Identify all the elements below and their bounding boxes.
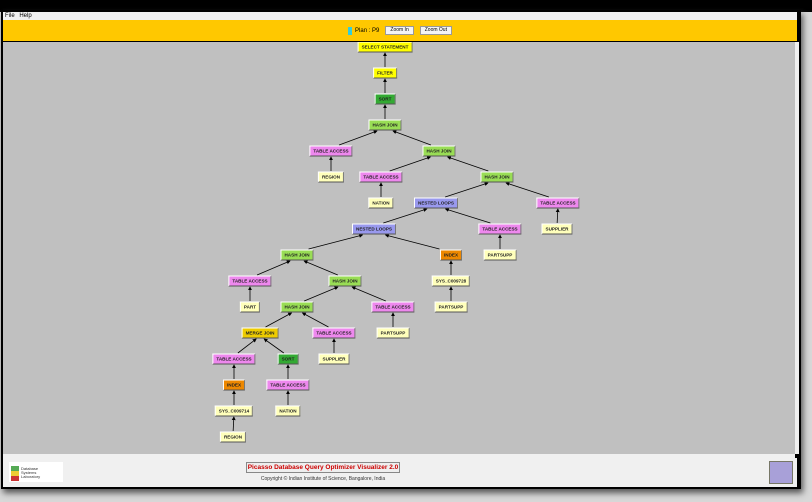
plan-edge bbox=[265, 312, 293, 328]
plan-node-join[interactable]: HASH JOIN bbox=[280, 301, 314, 313]
plan-node-nested-loops[interactable]: NESTED LOOPS bbox=[352, 223, 396, 235]
plan-edge bbox=[303, 260, 338, 276]
plan-edge bbox=[338, 130, 378, 146]
plan-tree-canvas[interactable]: SELECT STATEMENT FILTER SORT HASH JOIN TABLE… bbox=[3, 42, 795, 454]
plan-node-table-access[interactable]: TABLE ACCESS bbox=[309, 145, 353, 157]
plan-node-operator-select[interactable]: SELECT STATEMENT bbox=[357, 42, 413, 53]
iisc-logo bbox=[769, 461, 793, 484]
plan-edge bbox=[384, 233, 440, 250]
plan-edge bbox=[392, 130, 432, 146]
menu-help[interactable]: Help bbox=[19, 13, 32, 19]
plan-edge bbox=[383, 208, 428, 224]
plan-edge bbox=[555, 208, 560, 224]
plan-node-table-access[interactable]: TABLE ACCESS bbox=[536, 197, 580, 209]
vertical-scrollbar[interactable] bbox=[795, 42, 799, 454]
plan-edge bbox=[446, 156, 489, 172]
zoom-in-button[interactable]: Zoom In bbox=[385, 26, 414, 35]
plan-node-sort[interactable]: SORT bbox=[277, 353, 299, 365]
plan-edge bbox=[308, 233, 364, 250]
svg-text:Database: Database bbox=[21, 466, 39, 471]
plan-edge bbox=[505, 182, 549, 198]
plan-edge bbox=[304, 286, 339, 302]
plan-node-relation[interactable]: NATION bbox=[275, 405, 301, 417]
zoom-out-button[interactable]: Zoom Out bbox=[419, 26, 452, 35]
plan-node-relation[interactable]: PARTSUPP bbox=[483, 249, 517, 261]
horizontal-scrollbar[interactable] bbox=[3, 454, 795, 458]
plan-node-join[interactable]: HASH JOIN bbox=[480, 171, 514, 183]
plan-node-merge-join[interactable]: MERGE JOIN bbox=[241, 327, 279, 339]
plan-node-index[interactable]: INDEX bbox=[439, 249, 463, 261]
plan-node-relation[interactable]: REGION bbox=[317, 171, 345, 183]
plan-node-nested-loops[interactable]: NESTED LOOPS bbox=[414, 197, 458, 209]
plan-color-swatch bbox=[348, 26, 353, 35]
plan-edge bbox=[351, 286, 386, 302]
plan-node-relation[interactable]: SUPPLIER bbox=[318, 353, 350, 365]
plan-edge bbox=[256, 260, 291, 276]
plan-node-table-access[interactable]: TABLE ACCESS bbox=[312, 327, 356, 339]
plan-node-table-access[interactable]: TABLE ACCESS bbox=[212, 353, 256, 365]
plan-node-index[interactable]: INDEX bbox=[222, 379, 246, 391]
plan-node-relation[interactable]: SUPPLIER bbox=[541, 223, 573, 235]
plan-node-table-access[interactable]: TABLE ACCESS bbox=[228, 275, 272, 287]
plan-node-join[interactable]: HASH JOIN bbox=[368, 119, 402, 131]
plan-node-relation[interactable]: SYS_C009728 bbox=[431, 275, 471, 287]
screen-top-bar bbox=[0, 0, 812, 12]
plan-node-table-access[interactable]: TABLE ACCESS bbox=[371, 301, 415, 313]
plan-node-table-access[interactable]: TABLE ACCESS bbox=[359, 171, 403, 183]
plan-node-relation[interactable]: SYS_C009714 bbox=[214, 405, 254, 417]
plan-edge bbox=[237, 338, 257, 354]
plan-edge bbox=[444, 208, 491, 224]
plan-edge bbox=[389, 156, 432, 172]
plan-node-relation[interactable]: PART bbox=[239, 301, 261, 313]
plan-node-join[interactable]: HASH JOIN bbox=[328, 275, 362, 287]
copyright-text: Copyright © Indian Institute of Science,… bbox=[260, 476, 386, 482]
menu-file[interactable]: File bbox=[5, 13, 15, 19]
plan-node-relation[interactable]: PARTSUPP bbox=[434, 301, 468, 313]
plan-edge bbox=[263, 338, 285, 354]
plan-node-relation[interactable]: REGION bbox=[219, 431, 247, 443]
plan-node-operator-select[interactable]: FILTER bbox=[373, 67, 397, 79]
menu-bar: File Help bbox=[3, 12, 797, 20]
svg-text:Laboratory: Laboratory bbox=[21, 474, 40, 479]
plan-node-table-access[interactable]: TABLE ACCESS bbox=[266, 379, 310, 391]
svg-text:Systems: Systems bbox=[21, 470, 36, 475]
toolbar: Plan : P9 Zoom In Zoom Out bbox=[3, 20, 797, 41]
plan-node-table-access[interactable]: TABLE ACCESS bbox=[478, 223, 522, 235]
plan-node-join[interactable]: HASH JOIN bbox=[280, 249, 314, 261]
plan-tree-edges bbox=[231, 52, 560, 432]
plan-node-relation[interactable]: PARTSUPP bbox=[376, 327, 410, 339]
plan-label: Plan : P9 bbox=[355, 27, 380, 34]
plan-edge bbox=[301, 312, 329, 328]
plan-node-join[interactable]: HASH JOIN bbox=[422, 145, 456, 157]
plan-node-relation[interactable]: NATION bbox=[368, 197, 394, 209]
plan-edge bbox=[231, 416, 236, 432]
plan-edge bbox=[445, 182, 489, 198]
plan-node-sort[interactable]: SORT bbox=[374, 93, 396, 105]
app-title-button[interactable]: Picasso Database Query Optimizer Visuali… bbox=[246, 462, 400, 473]
